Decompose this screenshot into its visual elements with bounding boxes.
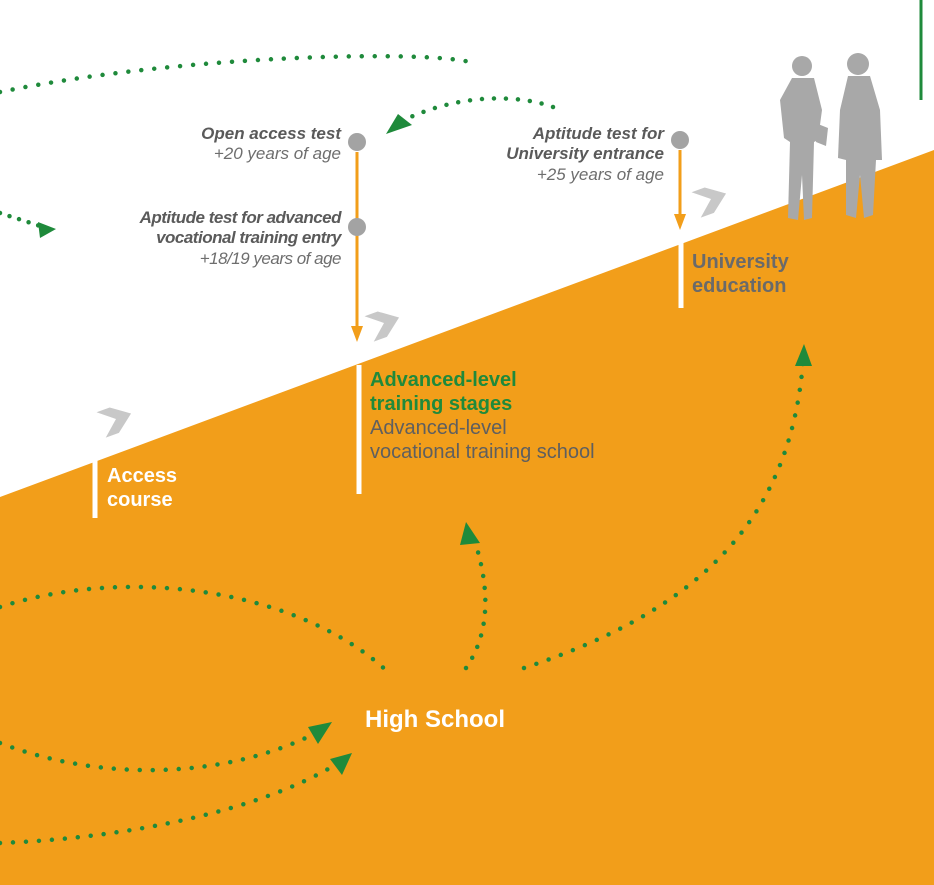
arrowhead-advanced-stage [460,522,480,545]
advanced-stage-title-1: Advanced-level [370,369,517,391]
test-line-university-arrowhead [674,214,686,230]
dotted-arrow-lower-1 [0,732,315,773]
advanced-stage-label: Advanced-level training stages Advanced-… [370,368,595,464]
open-access-test-title: Open access test [201,124,341,143]
arrowhead-lower-1 [308,722,332,744]
advanced-stage-title-2: training stages [370,393,513,415]
university-test-title-1: Aptitude test for [532,124,664,143]
open-access-test-label: Open access test +20 years of age [201,124,341,165]
access-course-line1: Access [107,465,178,487]
test-line-advanced-arrowhead [351,326,363,342]
advanced-test-label: Aptitude test for advanced vocational tr… [139,208,342,269]
orange-slope-background [0,150,934,885]
chevron-right-icon [96,407,132,438]
access-course-line2: course [107,489,173,511]
university-test-label: Aptitude test for University entrance +2… [506,124,664,185]
arrowhead-advanced-test [38,222,56,238]
advanced-test-age: +18/19 years of age [199,248,342,268]
university-education-line2: education [692,275,787,297]
open-access-test-age: +20 years of age [213,144,341,164]
dotted-arrow-top-left [0,53,473,95]
dotted-arrow-to-advanced-test [0,210,43,229]
chevron-right-icon [691,187,727,218]
dotted-arrow-to-open-access [397,96,556,125]
advanced-stage-sub-2: vocational training school [370,441,595,463]
high-school-label: High School [365,706,505,733]
dotted-arrow-to-university [521,359,806,671]
people-silhouette-icon [780,53,882,220]
marker-open-access [348,133,366,151]
dotted-arrow-lower-2 [0,762,338,846]
university-education-line1: University [692,251,789,273]
university-test-age: +25 years of age [536,164,664,184]
marker-university-test [671,131,689,149]
advanced-test-title-2: vocational training entry [156,228,341,248]
access-course-label: Access course [107,464,177,512]
arrowhead-university [795,344,812,366]
chevron-right-icon [364,311,400,342]
advanced-stage-sub-1: Advanced-level [370,417,507,439]
marker-advanced-test [348,218,366,236]
arrowhead-open-access [386,114,412,134]
university-test-title-2: University entrance [506,144,664,164]
arrowhead-lower-2 [330,753,352,775]
university-education-label: University education [692,250,789,298]
advanced-test-title-1: Aptitude test for advanced [139,208,342,227]
